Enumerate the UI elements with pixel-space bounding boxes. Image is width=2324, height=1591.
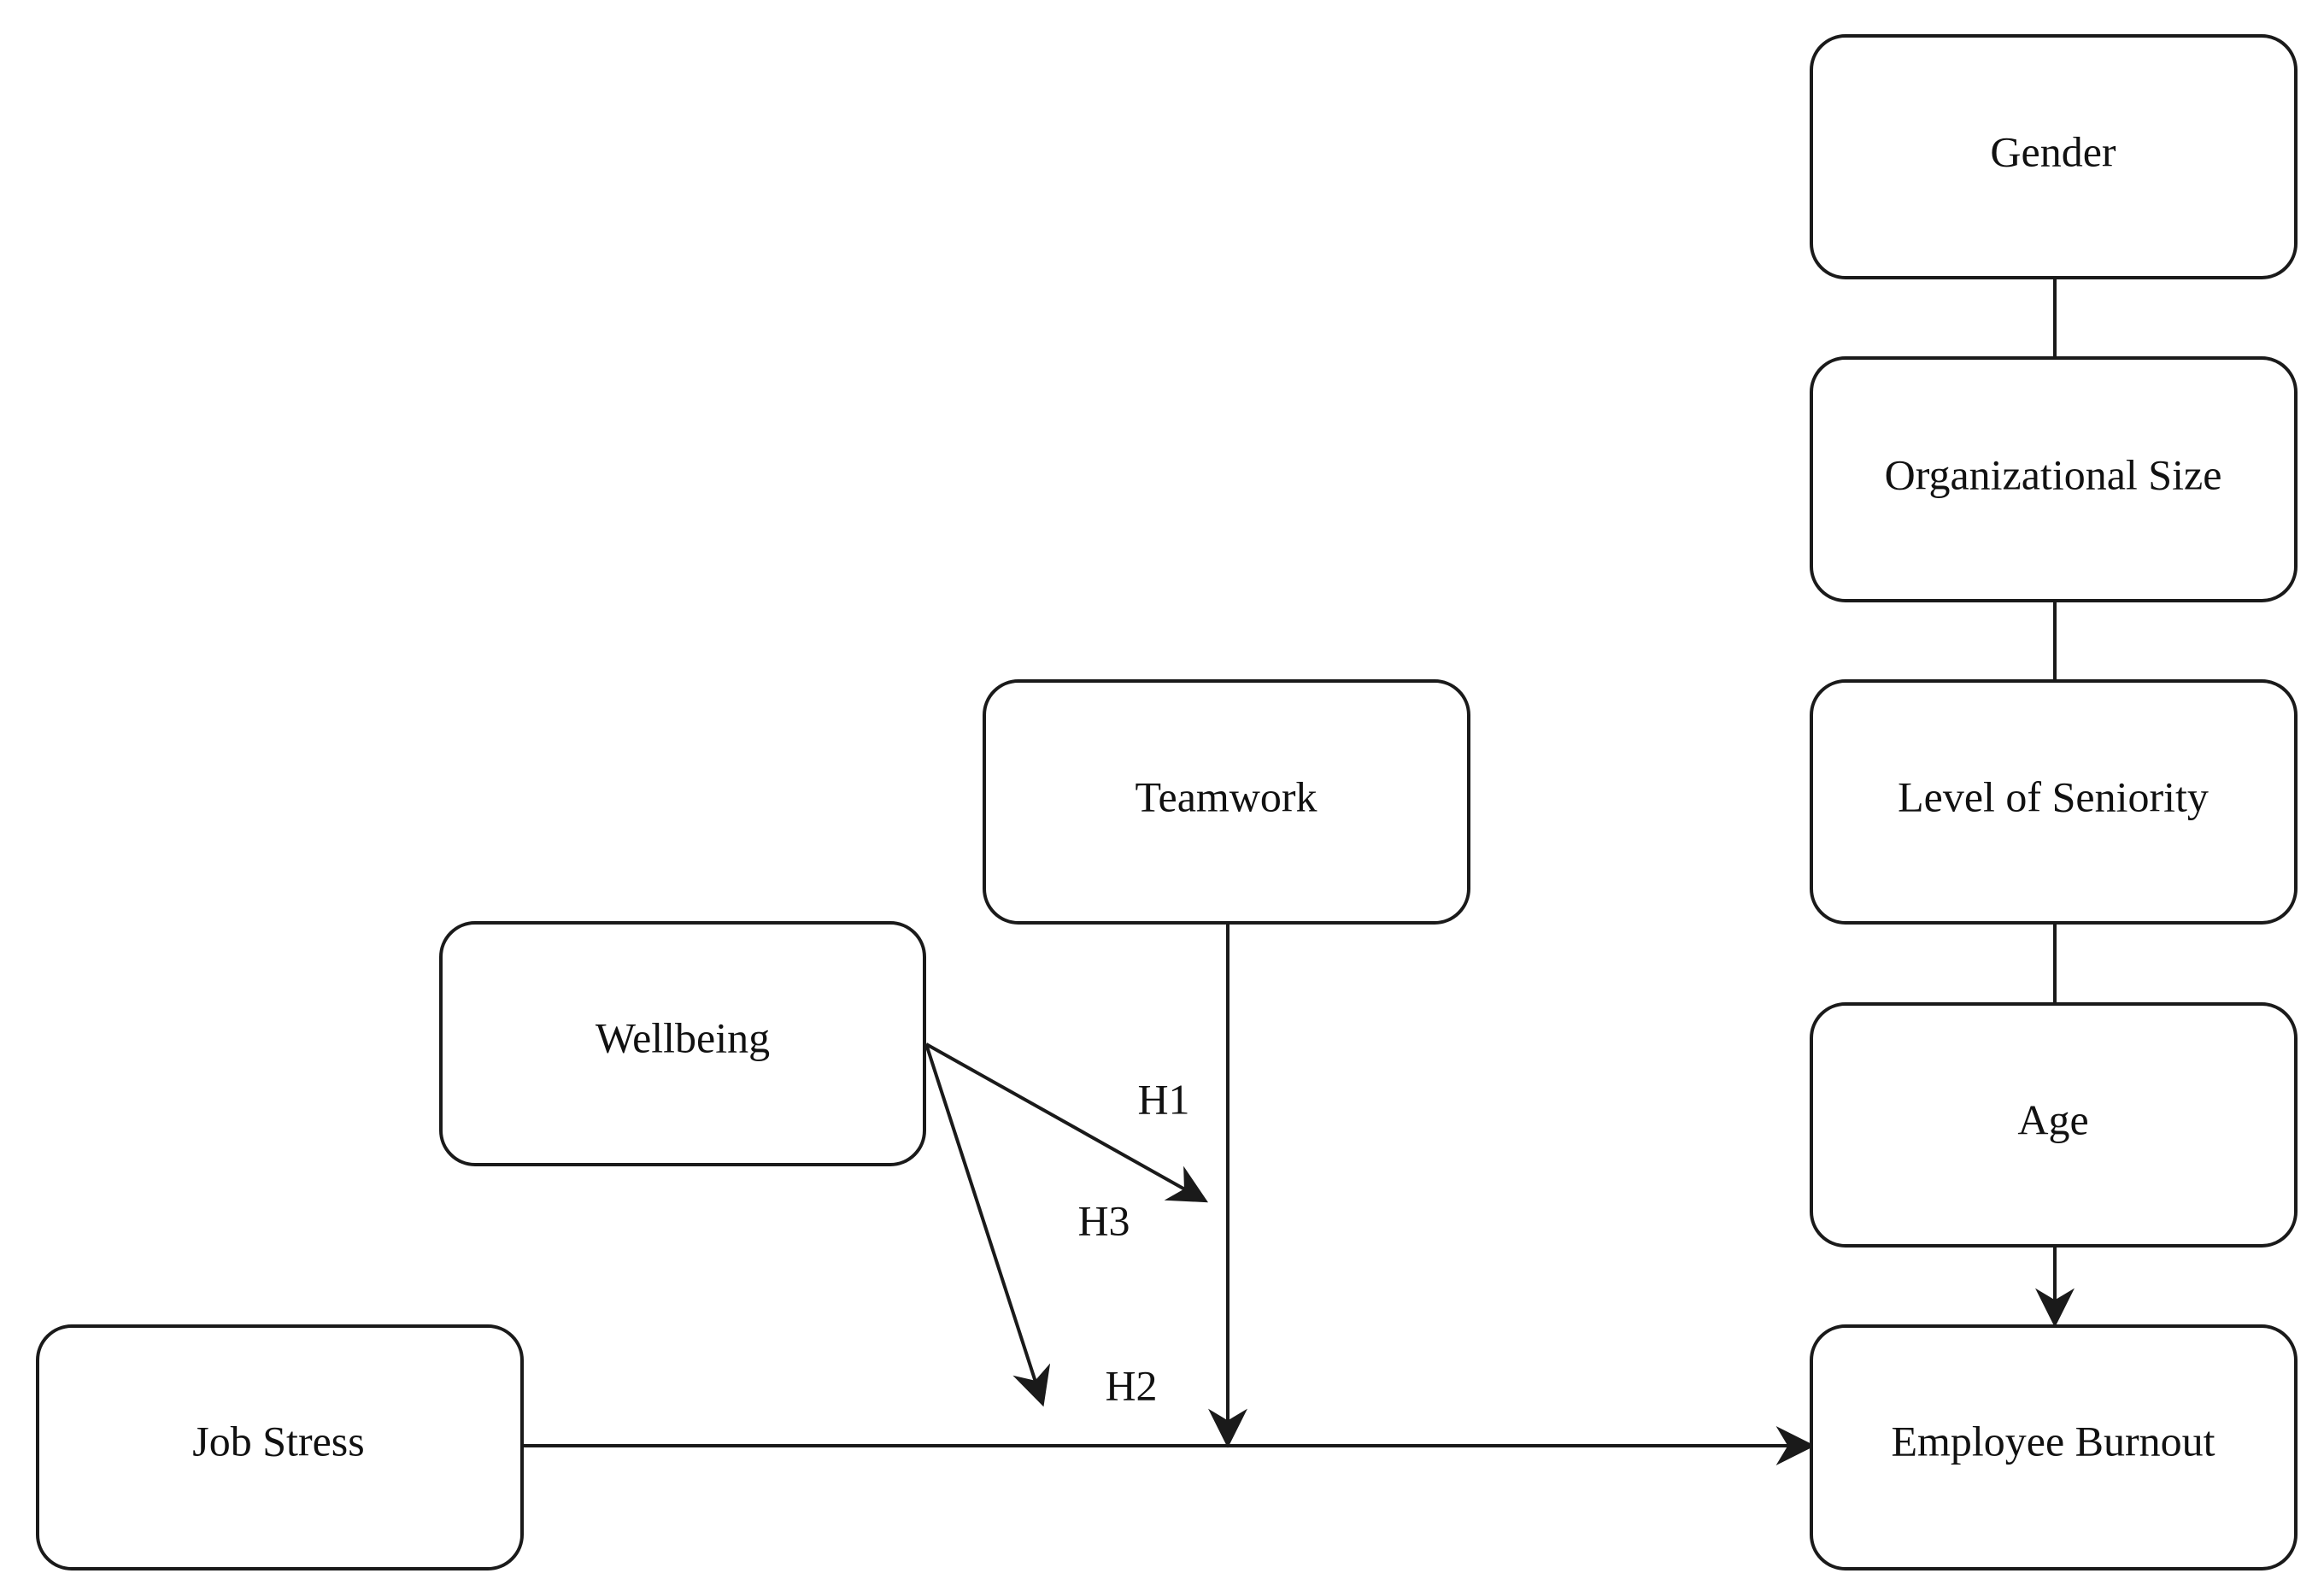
- node-gender: Gender: [1810, 34, 2298, 279]
- node-organizational-size: Organizational Size: [1810, 356, 2298, 602]
- edge-wellbeing-moderation-h3: [925, 1042, 1209, 1203]
- node-employee-burnout: Employee Burnout: [1810, 1324, 2298, 1570]
- node-label-teamwork: Teamwork: [1135, 772, 1317, 820]
- node-label-gender: Gender: [1990, 127, 2116, 175]
- node-level-of-seniority: Level of Seniority: [1810, 679, 2298, 925]
- edge-wellbeing-moderation-h2: [924, 1043, 1051, 1407]
- node-label-level-of-seniority: Level of Seniority: [1898, 772, 2209, 820]
- node-teamwork: Teamwork: [983, 679, 1470, 925]
- node-job-stress: Job Stress: [36, 1324, 524, 1570]
- node-label-wellbeing: Wellbeing: [596, 1013, 770, 1061]
- hypothesis-label-h1: H1: [1137, 1075, 1189, 1123]
- hypothesis-label-h2: H2: [1105, 1361, 1157, 1409]
- node-wellbeing: Wellbeing: [439, 921, 926, 1166]
- node-label-employee-burnout: Employee Burnout: [1891, 1417, 2215, 1465]
- node-label-age: Age: [2017, 1095, 2088, 1143]
- node-age: Age: [1810, 1002, 2298, 1248]
- node-label-organizational-size: Organizational Size: [1885, 450, 2222, 498]
- hypothesis-label-h3: H3: [1077, 1196, 1130, 1244]
- node-label-job-stress: Job Stress: [192, 1417, 364, 1465]
